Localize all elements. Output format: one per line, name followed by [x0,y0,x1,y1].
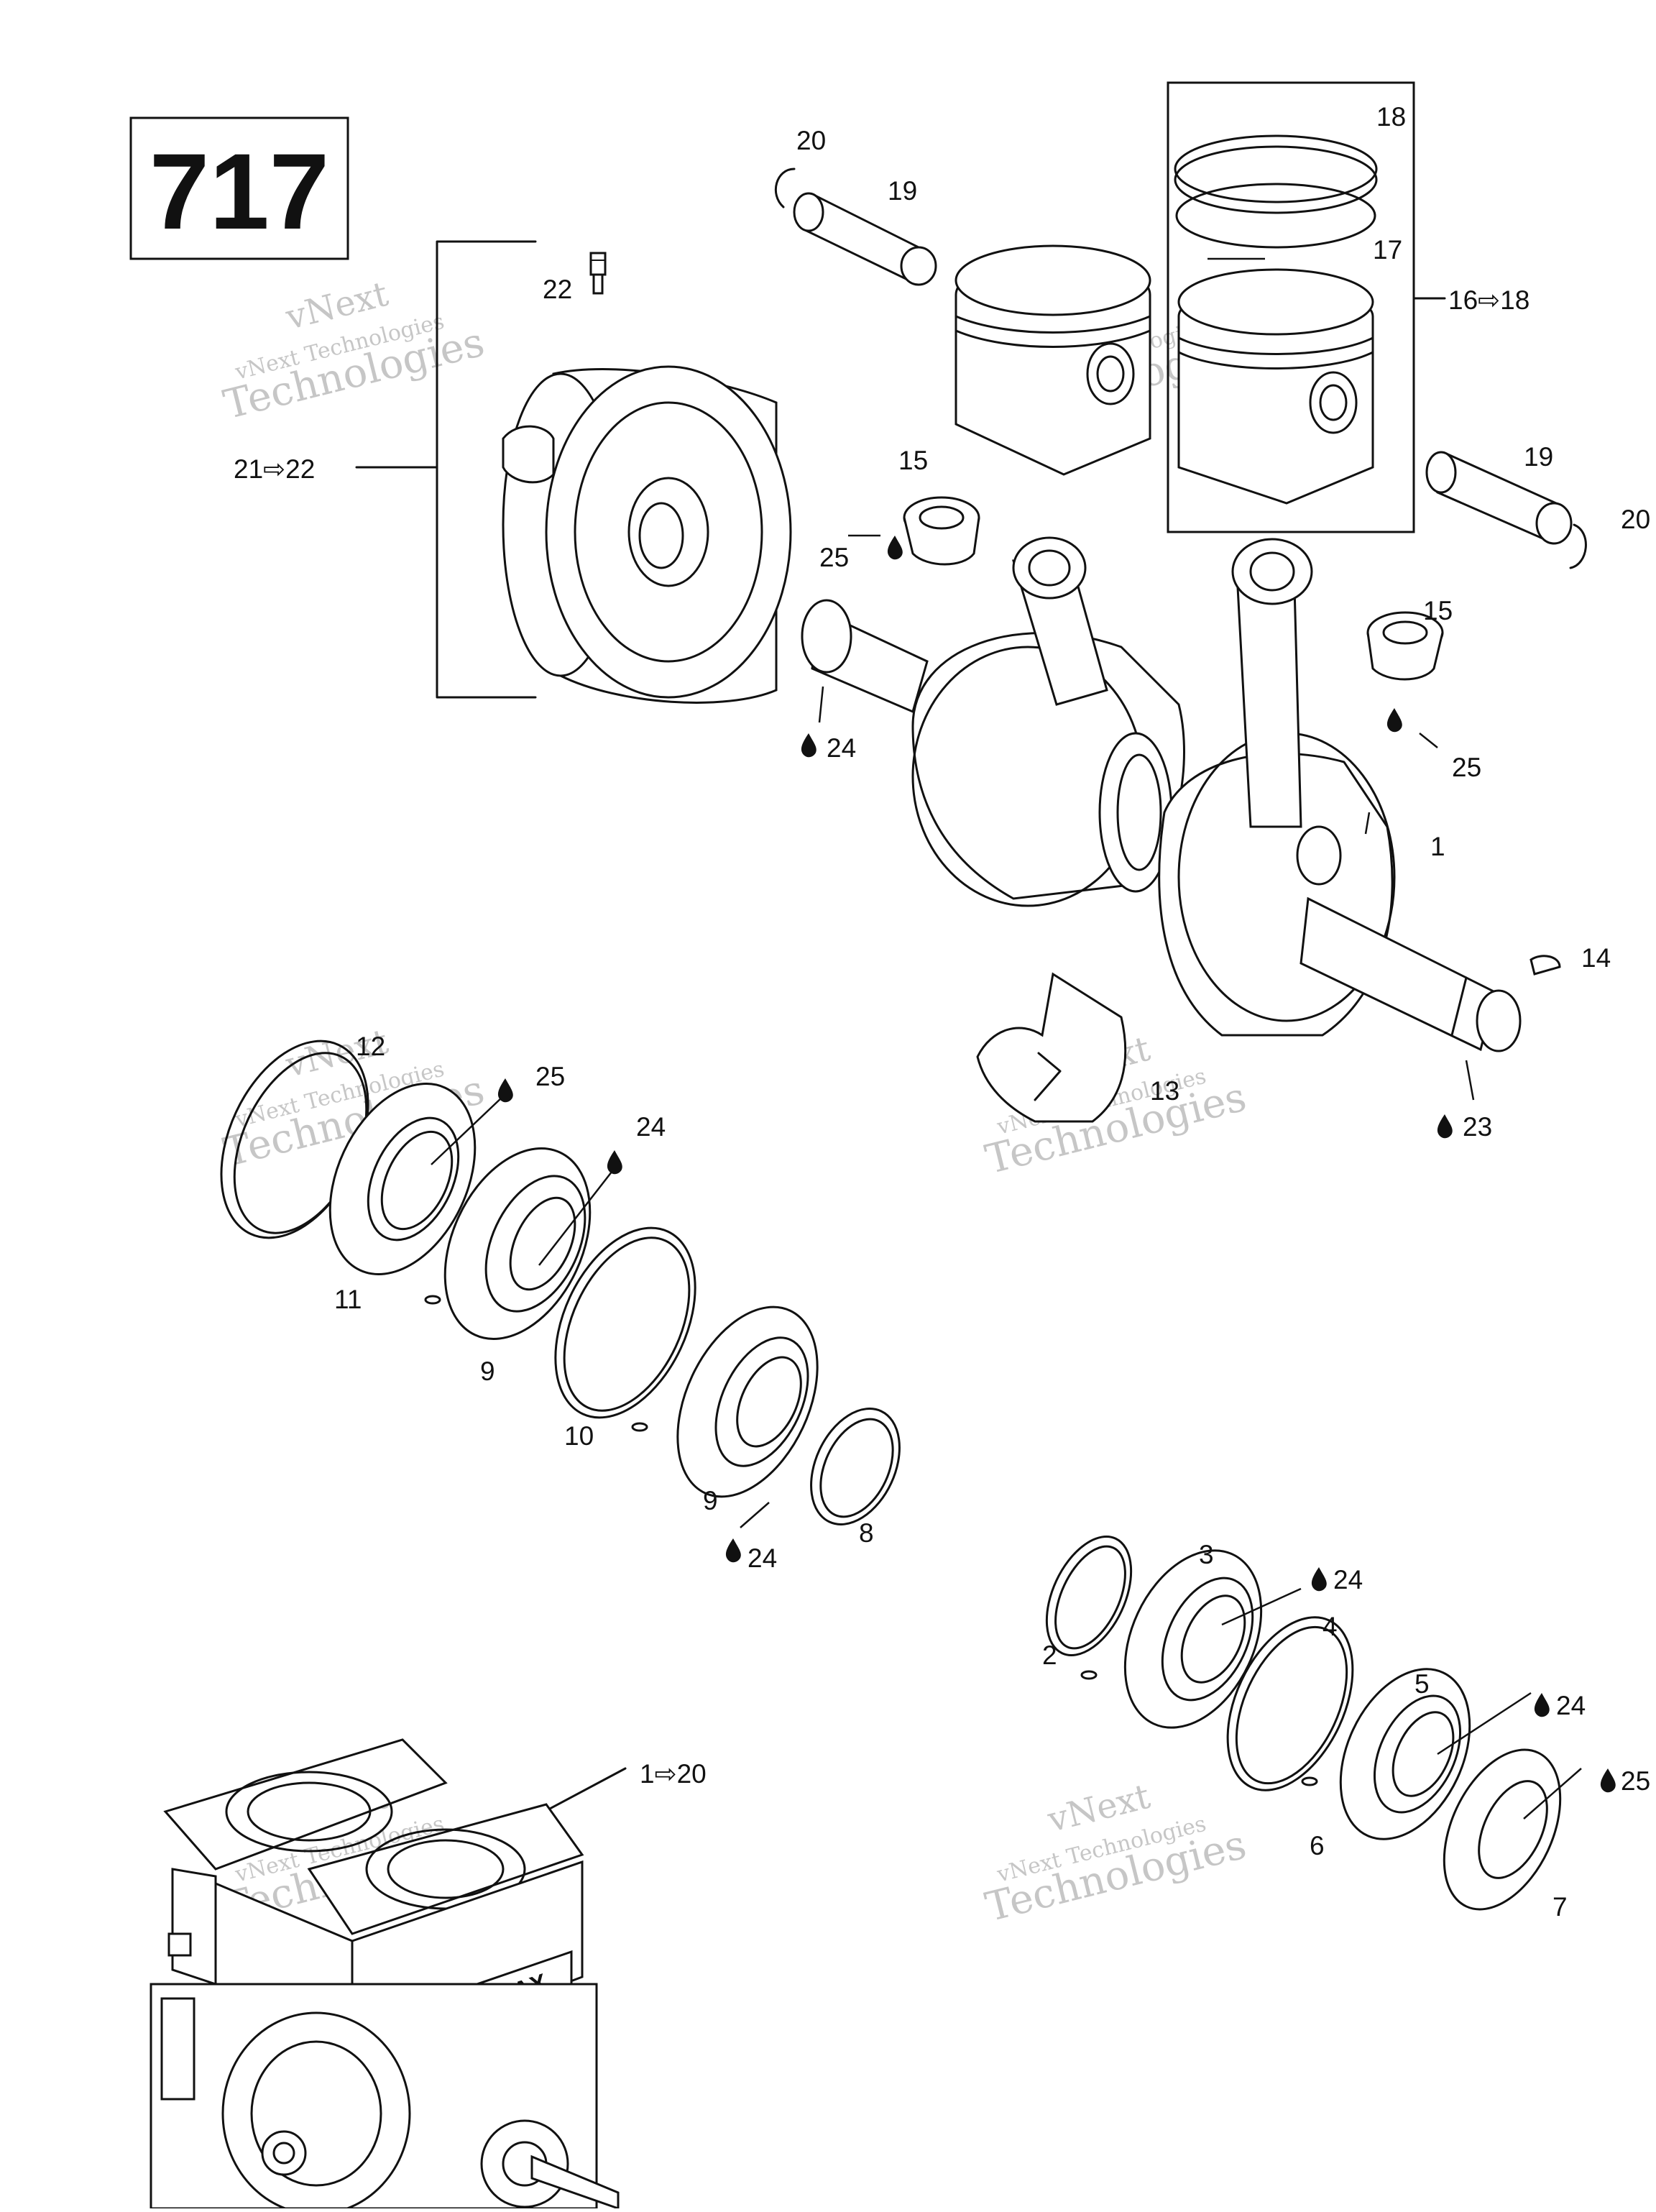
callout-24b: 24 [636,1112,666,1142]
callout-7: 7 [1552,1892,1568,1922]
lubricant-drop-icon [725,1538,741,1563]
piston-rings-part [1174,134,1378,249]
callout-9b: 9 [703,1486,718,1515]
lubricant-drop-icon [1437,1114,1453,1139]
piston-pin-right-part [1425,451,1573,545]
oil-seal-11-part [328,1083,477,1275]
lubricant-drop-icon [1311,1567,1327,1592]
callout-10: 10 [564,1421,594,1451]
lubricant-drop-icon [801,733,816,758]
callout-25b: 25 [1452,753,1481,782]
callout-25a: 25 [819,543,849,572]
callout-25c: 25 [535,1062,565,1091]
dowel-pin-part [424,1295,441,1305]
callout-20b: 20 [1621,505,1650,534]
piston-left-part [954,244,1151,476]
leader-lines [431,257,1582,1819]
lubricant-drop-icon [497,1078,513,1103]
callout-18: 18 [1376,102,1406,132]
callout-16-18: 16⇨18 [1448,285,1530,315]
callout-20a: 20 [796,126,826,155]
callout-1-20: 1⇨20 [640,1759,707,1789]
flywheel-part [502,365,792,704]
dowel-pin-part [1301,1776,1318,1786]
watermark-group-6: vNext vNext Technologies Technologies [981,1776,1251,1932]
ball-bearing-3-part [1123,1549,1263,1729]
callout-22: 22 [543,275,572,304]
engine-assembly-part: ROTAX [150,1738,627,2212]
callout-24d: 24 [1333,1565,1363,1594]
ball-bearing-5-part [1339,1668,1471,1840]
callout-19b: 19 [1524,442,1553,472]
callout-8: 8 [859,1518,874,1548]
grease-fitting-part [589,252,607,295]
snap-ring-4-part [1226,1616,1354,1791]
dowel-pin-part [631,1422,648,1432]
piston-pin-left-part [793,192,937,286]
drop-icons [497,536,1616,1793]
crankshaft-part [801,536,1522,1052]
ring-2-part [1045,1535,1133,1657]
callout-23: 23 [1463,1112,1492,1142]
lubricant-drop-icon [607,1150,622,1175]
snap-ring-10-part [554,1226,696,1419]
callout-17: 17 [1373,235,1402,265]
ring-8-part [810,1408,901,1525]
lubricant-drop-icon [887,536,903,560]
crankcase-shim-part [976,972,1127,1123]
callout-25d: 25 [1621,1766,1650,1796]
flywheel-bracket [355,240,537,699]
circlip-left-part [774,167,796,208]
callout-15b: 15 [1423,596,1453,625]
oil-seal-7-part [1443,1748,1562,1911]
callout-12: 12 [356,1032,385,1061]
callout-13: 13 [1150,1076,1179,1106]
callout-15a: 15 [898,446,928,475]
dowel-pin-part [1080,1670,1098,1680]
model-code: 717 [150,131,329,252]
callout-6: 6 [1310,1831,1325,1860]
callout-1: 1 [1430,832,1445,861]
model-code-box: 717 [129,116,349,260]
callout-5: 5 [1414,1669,1430,1699]
ball-bearing-9b-part [676,1305,819,1498]
piston-kit-box [1167,81,1446,533]
woodruff-key-part [1530,955,1561,976]
callout-24e: 24 [1556,1691,1586,1720]
callout-21-22: 21⇨22 [234,454,315,484]
callout-labels: 1 2 3 4 5 6 7 8 9 9 10 11 12 13 14 15 15… [234,102,1650,1922]
needle-bearing-right-part [1366,611,1444,681]
callout-2: 2 [1042,1640,1057,1670]
callout-4: 4 [1322,1612,1338,1641]
lubricant-drop-icon [1600,1768,1616,1793]
lubricant-drop-icon [1534,1693,1550,1717]
callout-19a: 19 [888,176,917,206]
callout-14: 14 [1581,943,1611,973]
callout-24c: 24 [748,1543,777,1573]
callout-3: 3 [1199,1540,1214,1569]
watermark-group-1: vNext vNext Technologies Technologies [219,274,489,429]
needle-bearing-left-part [903,496,980,566]
callout-24a: 24 [827,733,856,763]
ball-bearing-9a-part [443,1147,592,1340]
callout-11: 11 [334,1285,362,1314]
lubricant-drop-icon [1386,708,1402,733]
piston-right-part [1177,268,1374,505]
callout-9a: 9 [480,1357,495,1386]
circlip-right-part [1569,523,1587,569]
